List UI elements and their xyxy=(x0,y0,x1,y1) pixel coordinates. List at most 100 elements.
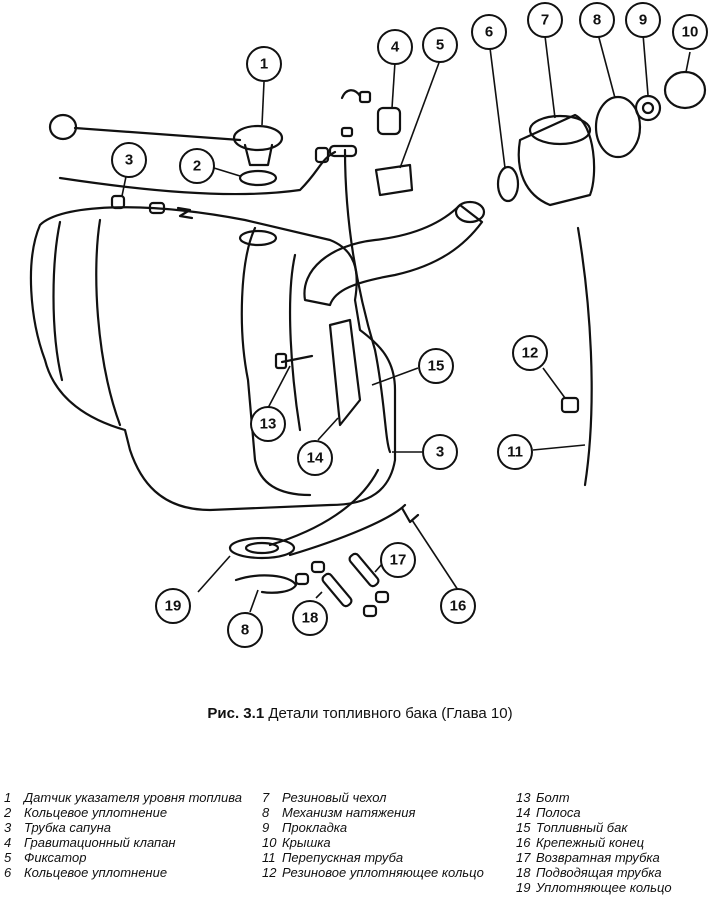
fuel-tank-body xyxy=(29,206,397,512)
callout-3b: 3 xyxy=(436,444,444,461)
callout-5: 5 xyxy=(436,37,444,54)
fuel-tank-rib-2 xyxy=(95,218,122,427)
rubber-seal-12 xyxy=(560,396,580,414)
callout-1-circle xyxy=(246,46,282,82)
callout-9-circle xyxy=(625,2,661,38)
callout-12-circle xyxy=(512,335,548,371)
callout-1: 1 xyxy=(260,56,268,73)
hose-connector-1 xyxy=(110,194,126,210)
figure-number: Рис. 3.1 xyxy=(207,705,265,722)
hose-connector-2 xyxy=(148,201,166,215)
callout-17: 17 xyxy=(390,552,407,569)
mounting-end xyxy=(400,506,420,524)
sender-unit xyxy=(232,124,284,152)
fuel-cap xyxy=(663,70,707,110)
callout-10-circle xyxy=(672,14,708,50)
feed-tube-18 xyxy=(321,572,353,608)
bolt-13-head xyxy=(274,352,288,370)
o-ring-6 xyxy=(496,165,520,203)
callout-10: 10 xyxy=(682,24,699,41)
callout-14-circle xyxy=(297,440,333,476)
callout-14: 14 xyxy=(307,450,324,467)
breather-pipe-upper xyxy=(58,150,337,196)
seal-ring-19 xyxy=(228,536,296,560)
callout-3b-circle xyxy=(422,434,458,470)
strap-14 xyxy=(328,318,362,427)
seal-ring-19-inner xyxy=(244,541,280,555)
overflow-pipe xyxy=(576,226,593,487)
filler-neck xyxy=(303,203,484,307)
callout-19-circle xyxy=(155,588,191,624)
small-hose-b xyxy=(328,144,358,158)
callout-18-circle xyxy=(292,600,328,636)
callout-6: 6 xyxy=(485,24,493,41)
breather-pipe-right xyxy=(343,148,392,454)
gravity-valve-cap xyxy=(358,90,372,104)
figure-caption: Рис. 3.1 Детали топливного бака (Глава 1… xyxy=(0,705,720,722)
callout-6-circle xyxy=(471,14,507,50)
callout-15-circle xyxy=(418,348,454,384)
tube-end-b xyxy=(374,590,390,604)
callout-7-circle xyxy=(527,2,563,38)
callout-8a: 8 xyxy=(593,12,601,29)
callout-18: 18 xyxy=(302,610,319,627)
sender-float xyxy=(48,113,78,141)
tube-end-a xyxy=(310,560,326,574)
callout-13: 13 xyxy=(260,416,277,433)
callout-8b-circle xyxy=(227,612,263,648)
pipe-lower-run xyxy=(268,468,380,547)
tank-sender-ring xyxy=(238,229,278,247)
callout-19: 19 xyxy=(165,598,182,615)
callout-4: 4 xyxy=(391,39,400,56)
o-ring-2 xyxy=(238,169,278,187)
callout-9: 9 xyxy=(639,12,647,29)
callout-16: 16 xyxy=(450,598,467,615)
callout-11: 11 xyxy=(507,444,523,461)
small-hose-c xyxy=(340,126,354,138)
fuel-tank-rib-4 xyxy=(288,253,302,432)
callout-12: 12 xyxy=(522,345,539,362)
callout-3a-circle xyxy=(111,142,147,178)
filler-neck-mouth xyxy=(454,200,486,224)
callout-16-circle xyxy=(440,588,476,624)
fuel-tank-rib-3 xyxy=(240,226,312,497)
gasket-9-hole xyxy=(641,101,655,115)
sender-unit-body xyxy=(243,143,274,167)
return-tube-17 xyxy=(348,552,380,588)
rubber-boot-rim xyxy=(528,114,592,146)
tension-ring-8 xyxy=(594,95,642,159)
pipe-lower-run-2 xyxy=(288,503,407,557)
small-hose-a xyxy=(314,146,330,164)
callout-5-circle xyxy=(422,27,458,63)
callout-15: 15 xyxy=(428,358,445,375)
fuel-tank-rib-1 xyxy=(52,220,64,382)
clip-2 xyxy=(176,206,194,220)
callout-7: 7 xyxy=(541,12,549,29)
callout-3a: 3 xyxy=(125,152,133,169)
retainer xyxy=(374,163,414,197)
callout-8a-circle xyxy=(579,2,615,38)
callout-13-circle xyxy=(250,406,286,442)
callout-2: 2 xyxy=(193,158,201,175)
sender-float-arm xyxy=(73,126,242,142)
figure-title: Детали топливного бака (Глава 10) xyxy=(268,705,513,722)
